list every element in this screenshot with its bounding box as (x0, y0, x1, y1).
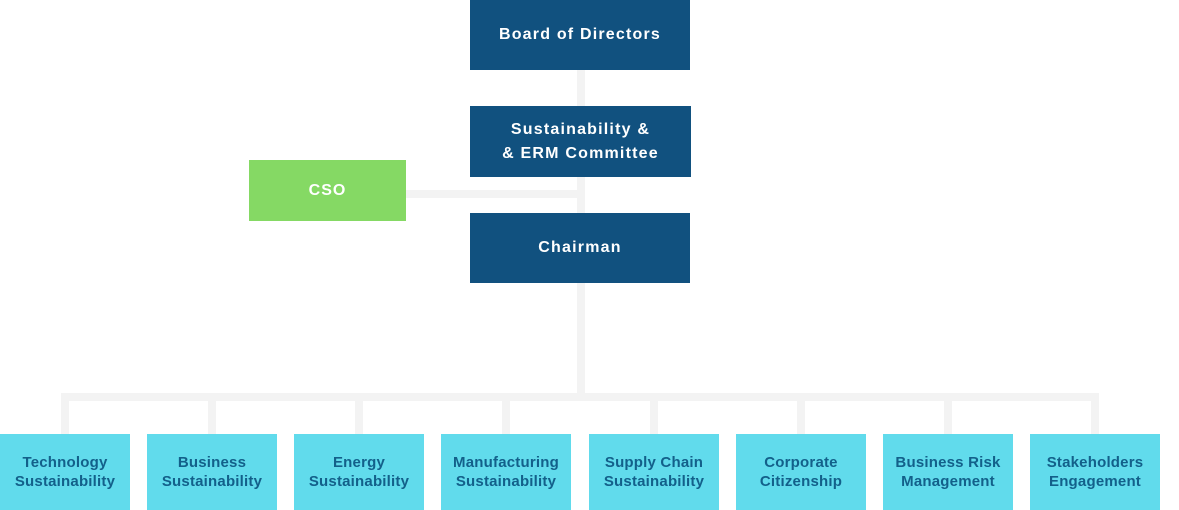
node-stakeholders-engagement: Stakeholders Engagement (1030, 434, 1160, 510)
connector-cso-trunk (406, 190, 581, 198)
connector-stub-stakeholders (1091, 401, 1099, 434)
node-supply-chain-sustainability: Supply Chain Sustainability (589, 434, 719, 510)
connector-horizontal-bus (61, 393, 1099, 401)
connector-stub-risk (944, 401, 952, 434)
connector-stub-corporate (797, 401, 805, 434)
connector-committee-chairman (577, 177, 585, 213)
connector-chairman-bus (577, 283, 585, 397)
connector-stub-supply-chain (650, 401, 658, 434)
node-cso: CSO (249, 160, 406, 221)
node-manufacturing-sustainability: Manufacturing Sustainability (441, 434, 571, 510)
connector-stub-business (208, 401, 216, 434)
node-business-sustainability: Business Sustainability (147, 434, 277, 510)
node-chairman: Chairman (470, 213, 690, 283)
node-business-risk-management: Business Risk Management (883, 434, 1013, 510)
connector-stub-energy (355, 401, 363, 434)
connector-stub-technology (61, 401, 69, 434)
node-sustainability-erm-committee: Sustainability & & ERM Committee (470, 106, 691, 177)
connector-stub-manufacturing (502, 401, 510, 434)
node-energy-sustainability: Energy Sustainability (294, 434, 424, 510)
node-board-of-directors: Board of Directors (470, 0, 690, 70)
connector-board-committee (577, 70, 585, 106)
node-corporate-citizenship: Corporate Citizenship (736, 434, 866, 510)
node-technology-sustainability: Technology Sustainability (0, 434, 130, 510)
